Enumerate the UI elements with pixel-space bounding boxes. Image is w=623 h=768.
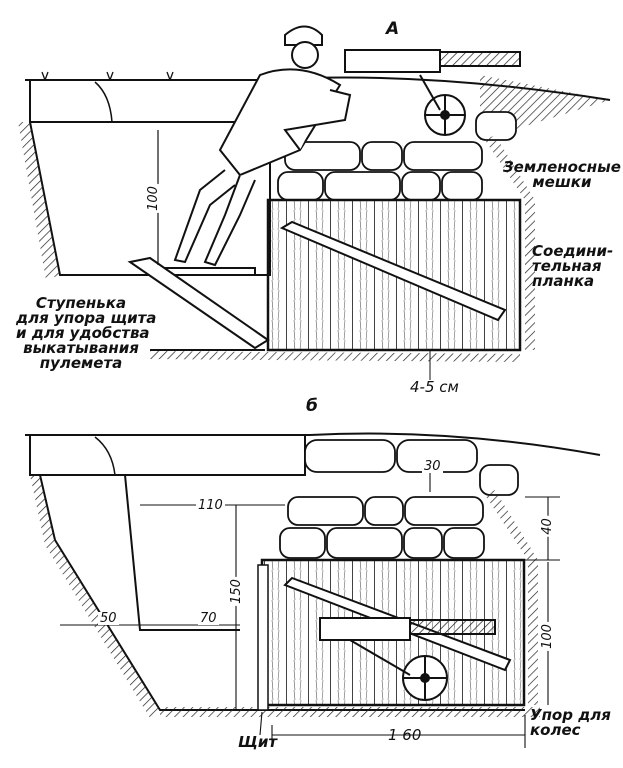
step-label-line: пулемета: [39, 354, 123, 372]
dim-40: 40: [539, 516, 555, 537]
connecting-plank-a: [279, 220, 507, 322]
wheel-stop-label-line: колес: [530, 721, 581, 739]
dim-30: 30: [422, 459, 443, 474]
shield: [257, 564, 269, 711]
dim-160: 1 60: [388, 726, 422, 744]
dim-50: 50: [98, 611, 119, 626]
machine-gun-b: [319, 617, 496, 701]
wheel-stop-label-line: Упор для: [530, 706, 611, 724]
shield-label: Щит: [238, 733, 278, 751]
wheel-stop-label: Упор для колес: [530, 708, 611, 738]
sandbags-label-line: Земленосные: [503, 158, 621, 176]
plank-label-line: планка: [532, 272, 595, 290]
shield-ramp: [127, 256, 270, 350]
step-label-line: Ступенька: [35, 294, 127, 312]
figure-a-label: А: [386, 19, 400, 39]
sandbags-label: Земленосные мешки: [503, 160, 621, 190]
figure-b-label: б: [306, 396, 318, 416]
figure-b: [25, 432, 601, 748]
connecting-plank-label: Соедини- тельная планка: [532, 244, 613, 289]
plank-label-line: Соедини-: [532, 242, 614, 260]
step-label: Ступенька для упора щита и для удобства …: [16, 294, 157, 372]
step-label-line: и для удобства: [16, 324, 150, 342]
plank-label-line: тельная: [532, 257, 602, 275]
dim-110: 110: [196, 498, 225, 513]
sandbags-a: [277, 111, 517, 201]
ground-slab-b: [29, 434, 306, 476]
dim-70: 70: [198, 611, 219, 626]
machine-gun-a: [344, 49, 521, 136]
sandbags-label-line: мешки: [532, 173, 592, 191]
figure-a: [18, 25, 611, 380]
dim-gap: 4-5 см: [410, 378, 459, 396]
dim-100-a: 100: [145, 184, 161, 213]
step-label-line: для упора щита: [16, 309, 157, 327]
dim-100-b: 100: [539, 622, 555, 651]
sandbags-b: [279, 439, 519, 559]
dim-150: 150: [228, 577, 244, 606]
soldier: [173, 25, 352, 267]
step-label-line: выкатывания: [23, 339, 139, 357]
